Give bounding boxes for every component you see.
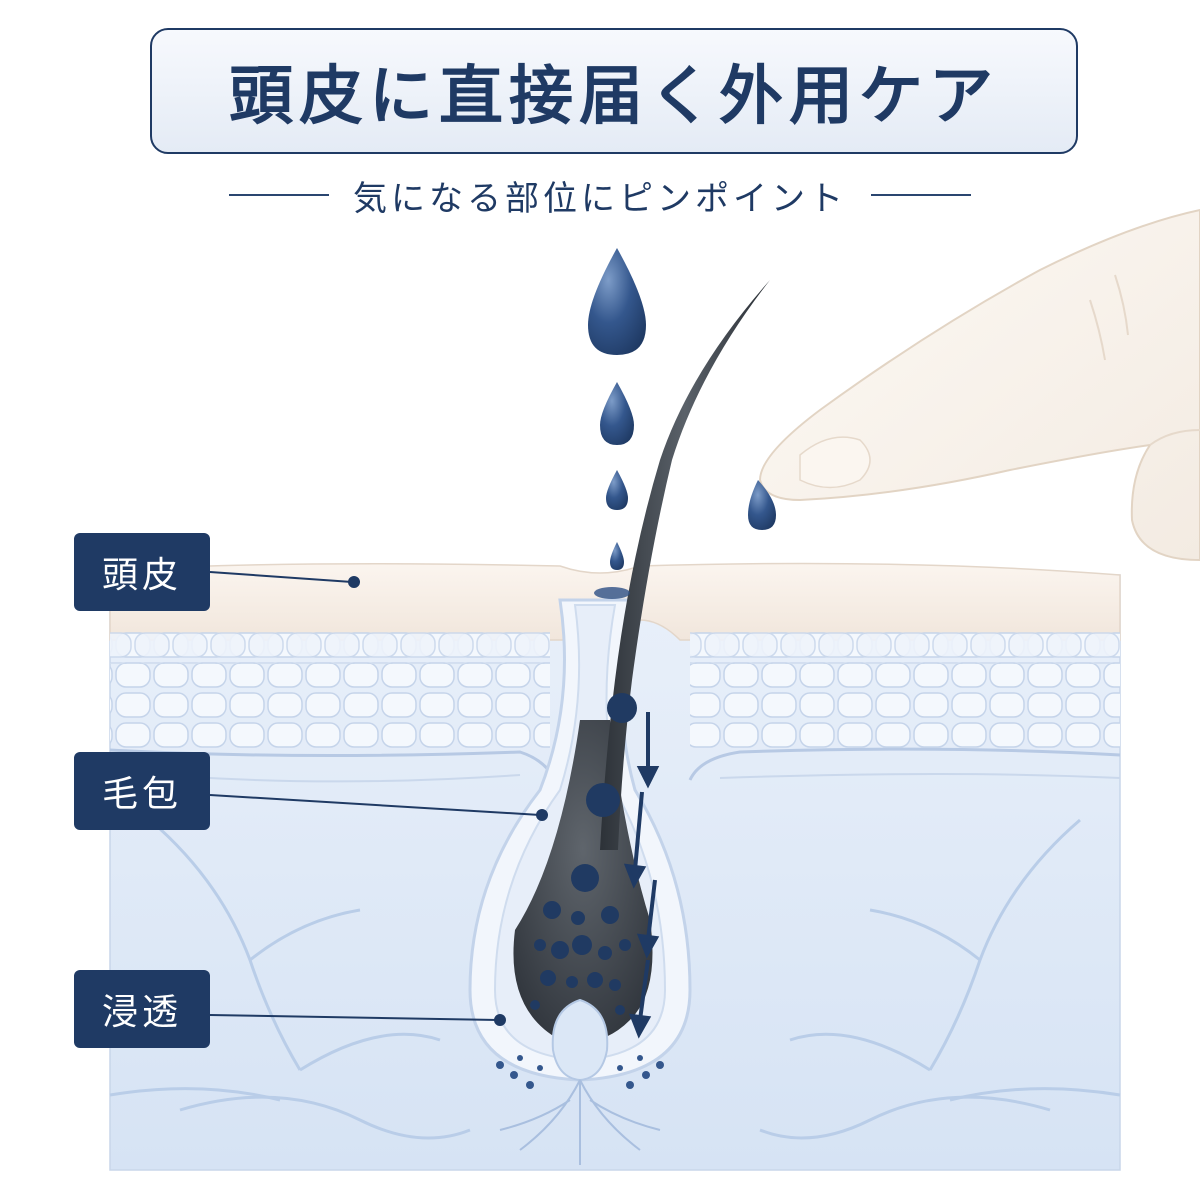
diffusion-dots [496,1055,664,1089]
leader-lines [209,571,548,1026]
finger-icon [748,208,1200,562]
root-capillaries [499,1079,661,1165]
subtitle-divider-right [871,194,971,196]
water-drop-icon [600,382,634,445]
label-scalp: 頭皮 [74,533,210,611]
page-title: 頭皮に直接届く外用ケア [229,59,999,134]
fingertip-drop-icon [748,480,776,530]
water-drop-icon [610,542,624,570]
label-follicle: 毛包 [74,752,210,830]
title-banner: 頭皮に直接届く外用ケア [150,28,1078,154]
subtitle-divider-left [229,194,329,196]
water-drop-icon [606,470,628,510]
subtitle-row: 気になる部位にピンポイント [200,170,1000,220]
dermal-papilla [551,998,609,1082]
water-drop-icon [588,248,646,355]
subtitle: 気になる部位にピンポイント [353,178,847,219]
drop-splash [594,587,630,599]
label-penetration: 浸透 [74,970,210,1048]
falling-drops [588,248,646,599]
active-ingredient-particles [530,693,637,1015]
penetration-arrows [623,712,660,1039]
vessel-network [109,818,1121,1140]
